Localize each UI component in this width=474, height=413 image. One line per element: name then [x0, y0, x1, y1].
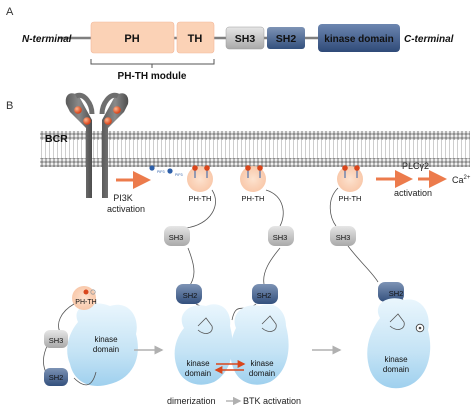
sh2-label-2: SH2: [257, 291, 272, 300]
sh2-domain-box: [267, 27, 305, 49]
btk-membrane-molecule-2: [231, 165, 284, 321]
kinase-domain-box: [318, 24, 400, 52]
sh2-shape-3: [378, 282, 404, 302]
plc-label: PLCγ2: [402, 161, 429, 171]
panel-b-letter: B: [6, 100, 13, 112]
th-domain-box: [176, 21, 215, 54]
sh3-label-inactive: SH3: [49, 336, 64, 345]
antigen-dot-2: [83, 117, 91, 125]
kinase-label-dimer-right-2: domain: [249, 369, 275, 378]
sh3-shape-3: [330, 226, 356, 246]
sh3-shape-2: [268, 226, 294, 246]
kinase-label-dimer-right-1: kinase: [250, 359, 274, 368]
pi3k-label: PI3K: [113, 193, 133, 203]
pip3-lipids: PIP3 PIP3: [149, 165, 183, 177]
ph-th-module-label: PH-TH module: [118, 71, 187, 82]
sh2-label-3: SH2: [389, 289, 404, 298]
calcium-label: Ca2+: [452, 175, 471, 185]
btk-active-kinase: [367, 298, 431, 389]
ph-th-label-2: PH-TH: [242, 194, 265, 203]
sh2-shape-2: [252, 284, 278, 304]
ph-th-label-3: PH-TH: [339, 194, 362, 203]
kinase-domain-label: kinase domain: [324, 34, 393, 45]
calcium-base: Ca: [452, 175, 464, 185]
th-domain-label: TH: [188, 33, 203, 45]
sh3-label-3: SH3: [336, 233, 351, 242]
sh2-label-inactive: SH2: [49, 373, 64, 382]
ph-domain-label: PH: [124, 33, 139, 45]
kinase-label-active-1: kinase: [384, 355, 408, 364]
antigen-dot-3: [113, 106, 121, 114]
calcium-superscript: 2+: [464, 175, 471, 181]
panel-a-letter: A: [6, 6, 14, 18]
c-terminal-label: C-terminal: [404, 34, 454, 45]
svg-text:PIP3: PIP3: [157, 170, 165, 174]
ph-th-module-bracket: [90, 59, 215, 65]
antigen-dot-4: [104, 117, 112, 125]
antigen-dot-1: [74, 106, 82, 114]
bcr-label: BCR: [45, 133, 68, 145]
ph-domain-box: [90, 21, 175, 54]
pi3k-activation-label: activation: [107, 204, 145, 214]
ph-th-label-inactive: PH-TH: [75, 299, 96, 306]
dimerization-label: dimerization: [167, 396, 216, 406]
sh3-label-1: SH3: [169, 233, 184, 242]
sh3-domain-label: SH3: [235, 33, 256, 45]
sh3-label-2: SH3: [273, 233, 288, 242]
sh2-domain-label: SH2: [276, 33, 297, 45]
cell-membrane: [40, 131, 470, 167]
sh3-shape-inactive: [44, 330, 68, 348]
btk-inactive-cytosolic: [43, 286, 138, 386]
ph-th-label-1: PH-TH: [189, 194, 212, 203]
sh2-label-1: SH2: [183, 291, 198, 300]
kinase-label-inactive-1: kinase: [94, 335, 118, 344]
plc-activation-label: activation: [394, 188, 432, 198]
sh3-domain-box: [225, 26, 265, 50]
kinase-label-dimer-left-2: domain: [185, 369, 211, 378]
sh2-shape-1: [176, 284, 202, 304]
n-terminal-label: N-terminal: [22, 34, 72, 45]
kinase-label-dimer-left-1: kinase: [186, 359, 210, 368]
sh2-shape-inactive: [44, 368, 68, 386]
kinase-label-inactive-2: domain: [93, 345, 119, 354]
kinase-label-active-2: domain: [383, 365, 409, 374]
svg-text:PIP3: PIP3: [175, 173, 183, 177]
sh3-shape-1: [164, 226, 190, 246]
btk-activation-label: BTK activation: [243, 396, 301, 406]
